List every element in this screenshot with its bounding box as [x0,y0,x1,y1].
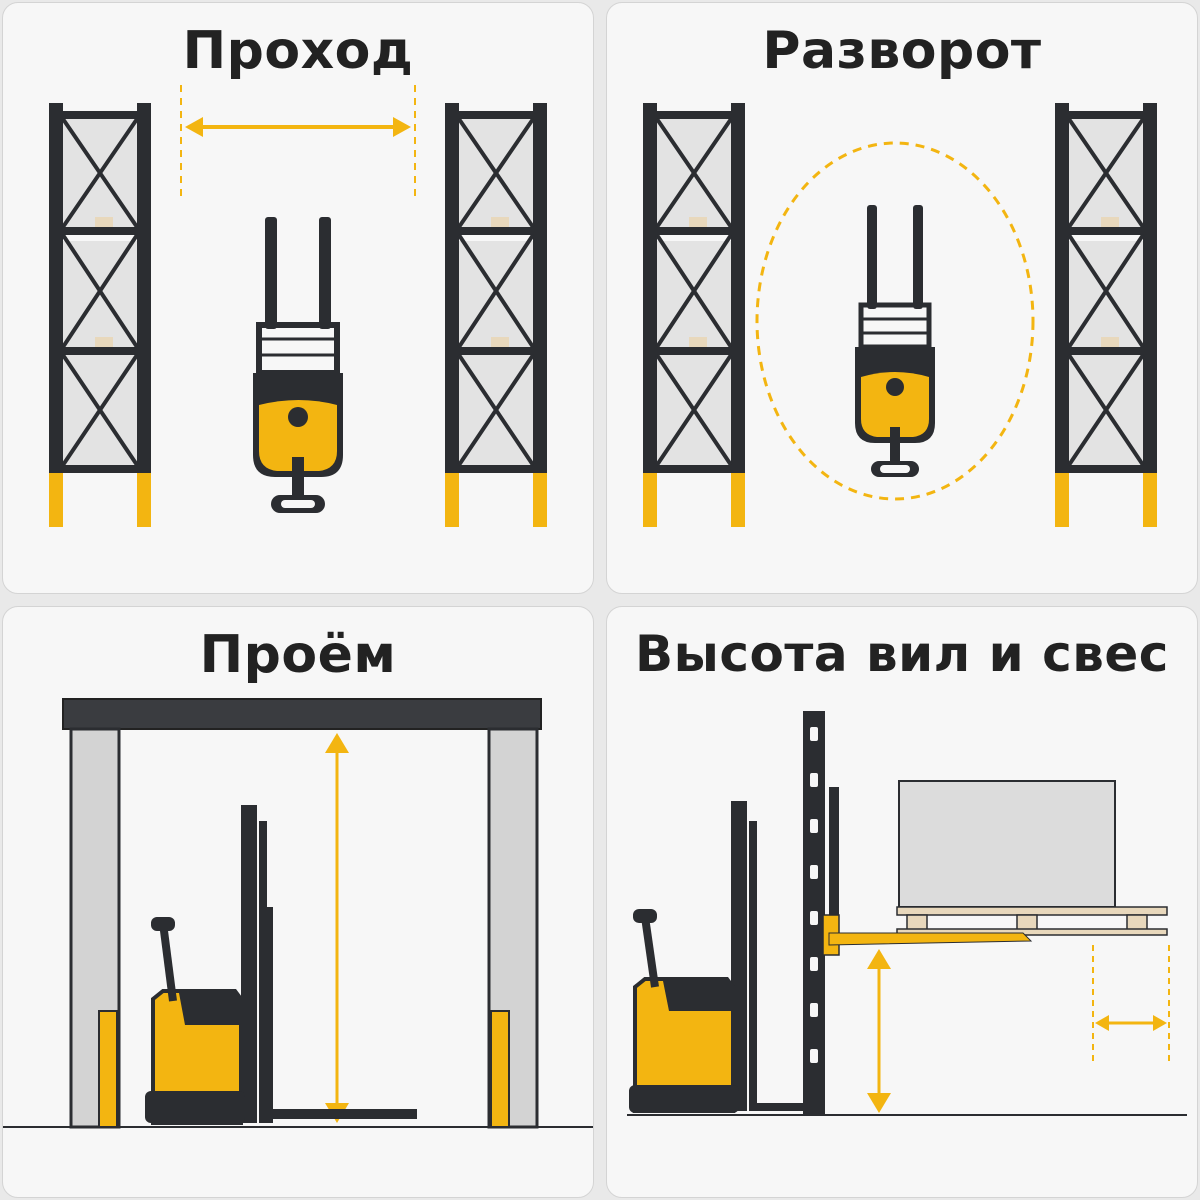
rack-left [643,103,745,527]
panel-doorway: Проём [2,606,594,1198]
doorway-height-dimension [325,733,349,1123]
rack-left [49,103,151,527]
stacker-side-view [145,805,417,1125]
panel-aisle: Проход [2,2,594,594]
stacker-top-view [855,205,935,477]
fork-height-dimension [867,949,891,1113]
stacker-side-view [629,801,811,1113]
forks [822,787,1033,956]
rack-upright [803,711,825,1115]
rack-right [445,103,547,527]
turning-diagram [643,103,1157,527]
rack-right [1055,103,1157,527]
overhang-dimension [1092,945,1170,1061]
panel-fork-height-overhang: Высота вил и свес [606,606,1198,1198]
fork-height-overhang-diagram [627,711,1187,1116]
aisle-width-dimension [180,85,416,199]
panel-title-aisle: Проход [182,21,414,81]
turning-radius-circle [755,141,1035,501]
pallet [896,906,1168,936]
door-frame [62,698,542,1129]
doorway-diagram [3,698,593,1129]
panel-title-turning: Разворот [762,21,1042,81]
load-box [898,780,1116,908]
panel-title-doorway: Проём [199,625,397,685]
aisle-diagram [49,85,547,527]
stacker-top-view [253,217,343,513]
panel-title-fork-height-overhang: Высота вил и свес [635,625,1169,683]
panel-turning: Разворот [606,2,1198,594]
